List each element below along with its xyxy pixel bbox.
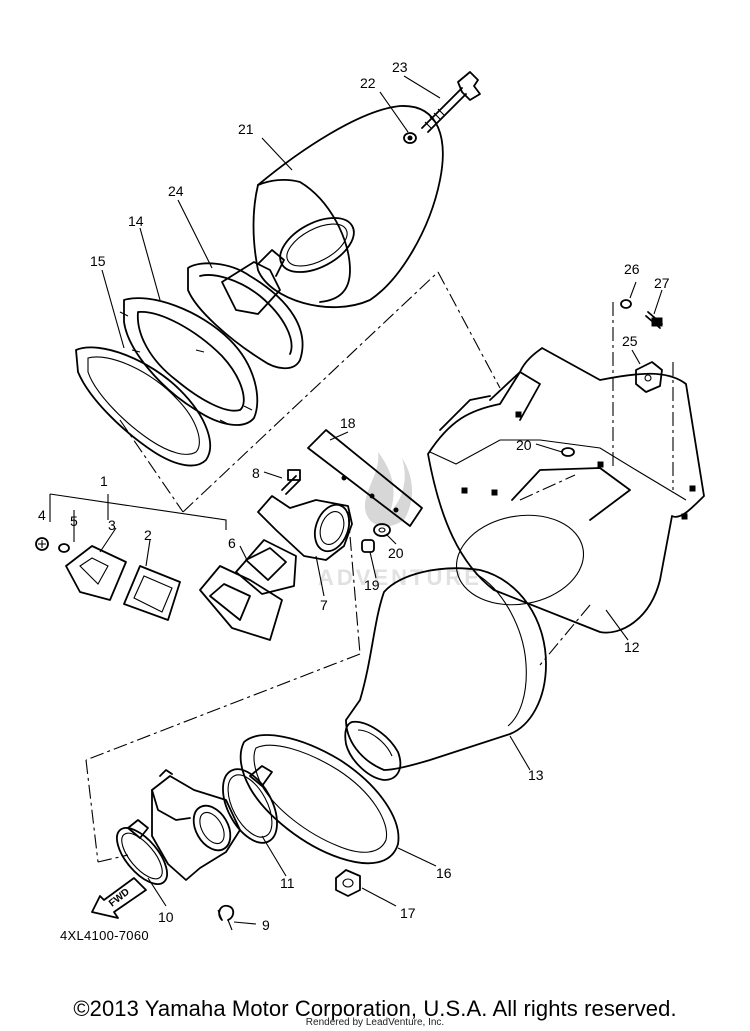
callout-7: 7 — [320, 597, 328, 613]
callout-8: 8 — [252, 465, 260, 481]
callout-6: 6 — [228, 535, 236, 551]
callout-3: 3 — [108, 517, 116, 533]
leader-lines — [49, 75, 663, 925]
hose-clip — [217, 904, 235, 931]
fwd-label: FWD — [107, 887, 132, 910]
reed-screw — [35, 537, 49, 551]
reed-washer — [58, 543, 70, 553]
callout-27: 27 — [654, 275, 670, 291]
air-box-clip — [635, 361, 663, 393]
duct-nut — [335, 869, 361, 897]
callout-13: 13 — [528, 767, 544, 783]
air-box-joint — [119, 297, 259, 426]
copyright-notice: ©2013 Yamaha Motor Corporation, U.S.A. A… — [73, 996, 677, 1021]
callout-5: 5 — [70, 513, 78, 529]
joint-bolt — [281, 469, 301, 495]
callout-18: 18 — [340, 415, 356, 431]
callout-1: 1 — [100, 473, 108, 489]
reed-valve — [65, 545, 127, 601]
callout-25: 25 — [622, 333, 638, 349]
carburetor-joint — [257, 495, 353, 561]
watermark-logo: ADVENTURE — [318, 452, 482, 590]
grommet — [361, 539, 375, 553]
air-box-bolt — [645, 311, 663, 329]
forward-arrow: FWD — [91, 877, 147, 919]
callout-2: 2 — [144, 527, 152, 543]
callout-22: 22 — [360, 75, 376, 91]
carburetor-clamp-upper — [222, 765, 278, 844]
filter-guide — [187, 249, 304, 370]
callout-11: 11 — [280, 875, 295, 891]
intake-duct — [344, 567, 547, 781]
callout-9: 9 — [262, 917, 270, 933]
reed-valve-assembly — [199, 539, 297, 641]
filter-wing-bolt — [421, 71, 481, 133]
intake-duct-gasket — [239, 734, 400, 865]
callout-16: 16 — [436, 865, 452, 881]
part-code: 4XL4100-7060 — [60, 928, 149, 943]
callout-20-lower: 20 — [388, 545, 404, 561]
filter-washer — [403, 132, 417, 144]
callout-21: 21 — [238, 121, 254, 137]
callout-19: 19 — [364, 577, 380, 593]
callout-4: 4 — [38, 507, 46, 523]
air-box-washer-upper — [561, 447, 575, 457]
callout-10: 10 — [158, 909, 174, 925]
air-box-gasket — [75, 346, 211, 467]
callout-17: 17 — [400, 905, 416, 921]
callout-14: 14 — [128, 213, 144, 229]
air-box — [427, 347, 705, 634]
callout-20-upper: 20 — [516, 437, 532, 453]
callout-26: 26 — [624, 261, 640, 277]
air-box-plate — [307, 429, 423, 527]
callout-24: 24 — [168, 183, 184, 199]
air-box-washer-lower — [373, 523, 391, 537]
watermark-text: ADVENTURE — [318, 565, 482, 590]
reed-stopper — [123, 565, 181, 621]
callout-15: 15 — [90, 253, 106, 269]
callout-12: 12 — [624, 639, 640, 655]
air-filter-element — [252, 105, 444, 309]
callout-labels: 1 2 3 4 5 6 7 8 9 10 11 12 13 14 15 16 1… — [38, 59, 670, 933]
air-box-washer — [620, 299, 632, 309]
carburetor-clamp-lower — [116, 819, 168, 885]
carburetor — [151, 769, 241, 881]
rendered-by-notice: Rendered by LeadVenture, Inc. — [305, 1017, 445, 1028]
callout-23: 23 — [392, 59, 408, 75]
